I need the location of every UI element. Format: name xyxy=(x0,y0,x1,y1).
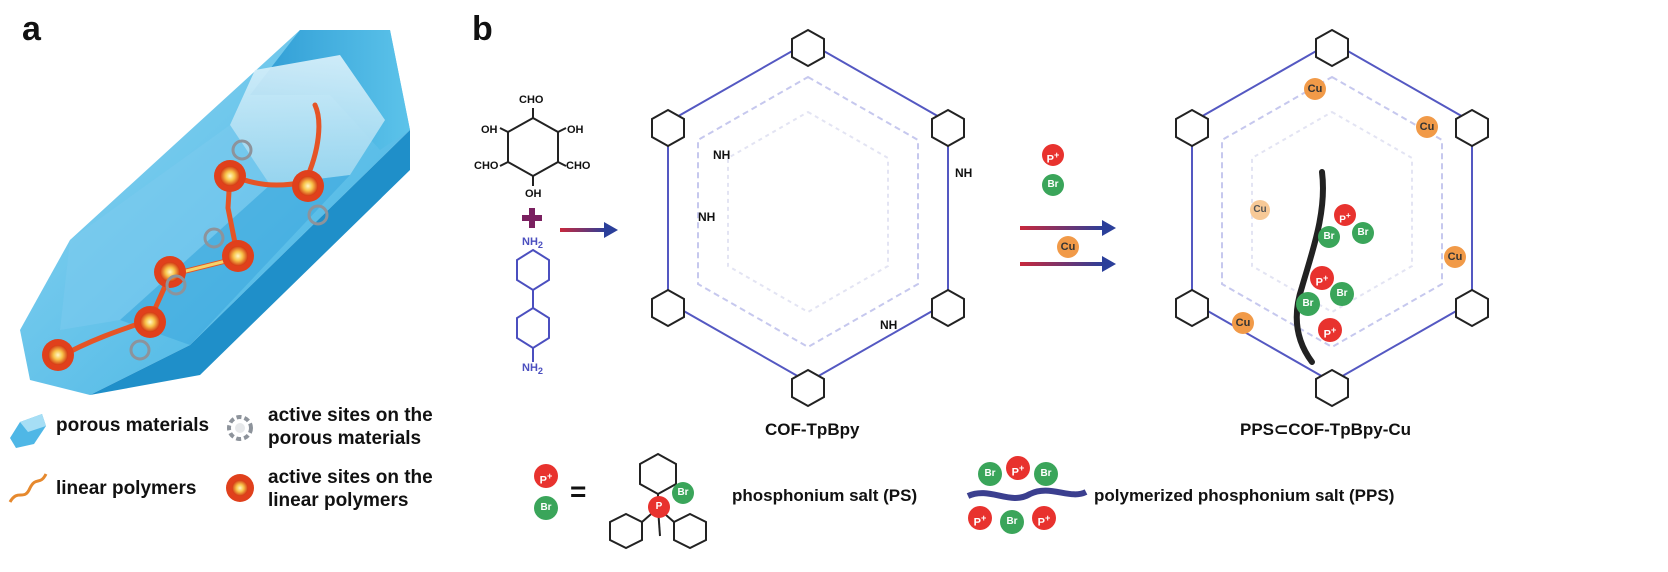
tp-cho-right: CHO xyxy=(566,160,591,172)
pore-opening xyxy=(230,55,385,185)
legend-active-linear: active sites on the linear polymers xyxy=(268,466,433,512)
cu-site-1: Cu xyxy=(1304,78,1326,100)
pps-cluster-br-3: Br xyxy=(1000,510,1024,534)
cu-site-2: Cu xyxy=(1416,116,1438,138)
pps-chain xyxy=(1293,169,1326,365)
linear-polymer-chain xyxy=(55,102,322,361)
legend-porous-materials: porous materials xyxy=(56,415,210,436)
pps-br-1: Br xyxy=(1296,292,1320,316)
cof-nh-1: NH xyxy=(713,148,731,162)
porous-active-sites xyxy=(129,139,329,361)
pps-label: polymerized phosphonium salt (PPS) xyxy=(1094,486,1395,505)
legend-active-porous-line1: active sites on the xyxy=(268,405,433,426)
linear-polymer-icon xyxy=(8,473,48,503)
pps-br-2: Br xyxy=(1330,282,1354,306)
porous-site-icon xyxy=(227,415,253,441)
pps-br-4: Br xyxy=(1352,222,1374,244)
cu-site-5: Cu xyxy=(1250,200,1270,220)
pps-cluster-p-2: P+ xyxy=(968,506,992,530)
tp-oh-left: OH xyxy=(481,124,498,136)
ps-br-sphere: Br xyxy=(1042,174,1064,196)
polymer-site-icon xyxy=(226,474,254,502)
pps-cof-label: PPS⊂COF-TpBpy-Cu xyxy=(1240,420,1412,439)
ps-structure-p: P xyxy=(648,496,670,518)
porous-material-icon xyxy=(10,414,46,448)
cof-nh-3: NH xyxy=(955,166,973,180)
tp-cho-top: CHO xyxy=(519,94,544,106)
bpy-nh2-bottom: NH2 xyxy=(522,362,543,377)
tp-oh-bottom: OH xyxy=(525,188,542,200)
legend-active-linear-line1: active sites on the xyxy=(268,467,433,488)
cof-tpbpy-framework xyxy=(651,28,965,408)
legend-p-sphere: P+ xyxy=(534,464,558,488)
equals-sign: = xyxy=(570,476,587,507)
tp-monomer-structure xyxy=(499,108,567,186)
cu-sphere-reagent: Cu xyxy=(1057,236,1079,258)
panel-label-a: a xyxy=(22,10,41,48)
cof-nh-2: NH xyxy=(698,210,716,224)
tp-oh-right: OH xyxy=(567,124,584,136)
polymer-active-sites xyxy=(42,160,324,371)
bpy-monomer-structure xyxy=(516,248,550,362)
ps-label: phosphonium salt (PS) xyxy=(732,486,918,505)
pps-p-3: P+ xyxy=(1334,204,1356,226)
pps-br-3: Br xyxy=(1318,226,1340,248)
pps-cluster-p-1: P+ xyxy=(1006,456,1030,480)
pps-cof-framework xyxy=(1175,28,1489,408)
panel-label-b: b xyxy=(472,10,493,48)
pps-cluster-br-2: Br xyxy=(1034,462,1058,486)
pps-p-2: P+ xyxy=(1310,266,1334,290)
ps-arrow xyxy=(1020,220,1116,236)
pps-p-1: P+ xyxy=(1318,318,1342,342)
legend-active-linear-line2: linear polymers xyxy=(268,490,409,511)
cu-site-4: Cu xyxy=(1232,312,1254,334)
cof-tpbpy-label: COF-TpBpy xyxy=(765,420,860,439)
pps-cluster-chain xyxy=(966,487,1088,501)
cu-site-3: Cu xyxy=(1444,246,1466,268)
pps-cluster-p-3: P+ xyxy=(1032,506,1056,530)
legend-linear-polymers: linear polymers xyxy=(56,478,197,499)
cu-arrow xyxy=(1020,256,1116,272)
plus-icon xyxy=(522,208,542,228)
ps-p-sphere: P+ xyxy=(1042,144,1064,166)
legend-active-porous-line2: porous materials xyxy=(268,428,422,449)
legend-active-porous: active sites on the porous materials xyxy=(268,404,433,450)
porous-crystal-illustration xyxy=(20,30,410,395)
cof-nh-4: NH xyxy=(880,318,898,332)
legend-br-sphere: Br xyxy=(534,496,558,520)
tp-cho-left: CHO xyxy=(474,160,499,172)
synthesis-arrow xyxy=(560,222,618,238)
ps-structure-br: Br xyxy=(672,482,694,504)
pps-cluster-br-1: Br xyxy=(978,462,1002,486)
bpy-nh2-top: NH2 xyxy=(522,236,543,251)
